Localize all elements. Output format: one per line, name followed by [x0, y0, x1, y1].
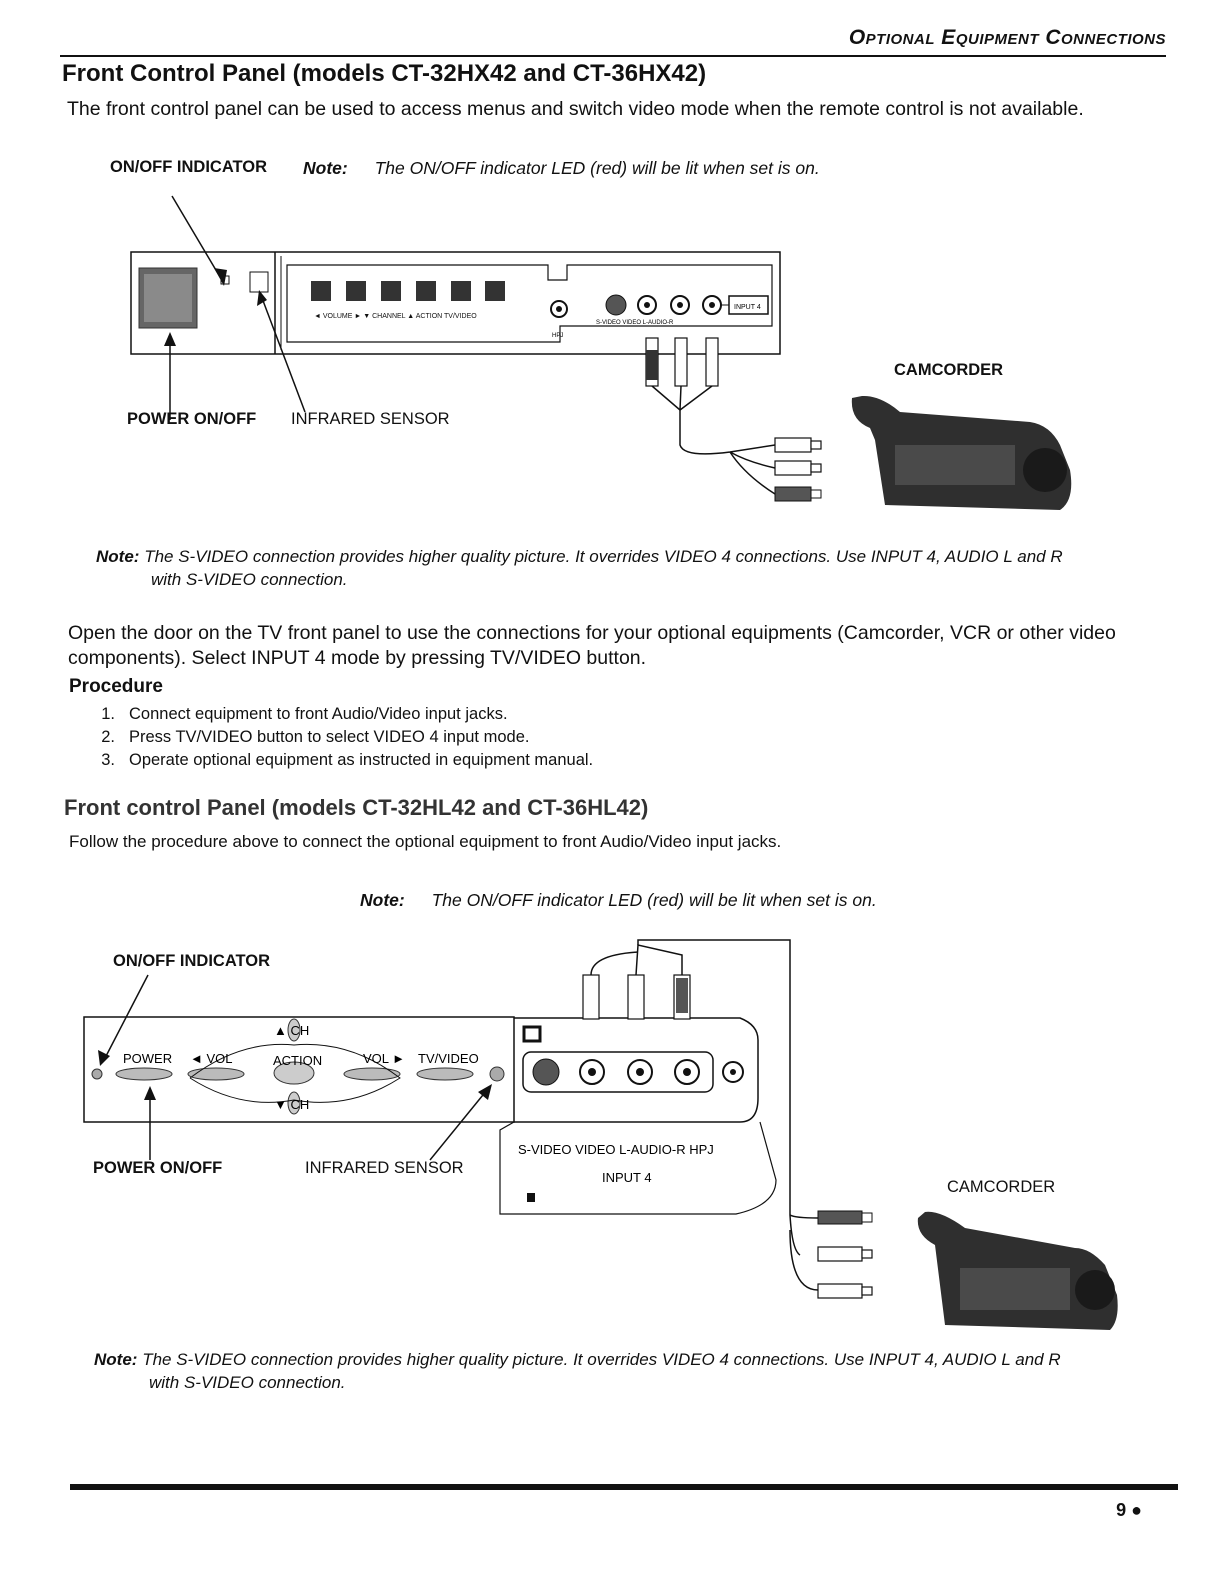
infrared-sensor-label-2: INFRARED SENSOR [305, 1159, 464, 1177]
list-item: 1.Connect equipment to front Audio/Video… [101, 705, 508, 723]
note-label: Note: [360, 890, 405, 910]
infrared-sensor [249, 271, 269, 293]
section2-title: Front control Panel (models CT-32HL42 an… [64, 795, 649, 820]
section-header: Optional Equipment Connections [848, 26, 1166, 49]
note-text: The ON/OFF indicator LED (red) will be l… [374, 158, 820, 178]
panel-button-labels: ◄ VOLUME ► ▼ CHANNEL ▲ ACTION TV/VIDEO [314, 313, 477, 320]
input4-label-2: INPUT 4 [602, 1170, 652, 1185]
bottom-note-line1: The S-VIDEO connection provides higher q… [142, 1350, 1061, 1369]
section1-title: Front Control Panel (models CT-32HX42 an… [62, 60, 707, 87]
note-text: The ON/OFF indicator LED (red) will be l… [431, 890, 877, 910]
jack-labels-2: S-VIDEO VIDEO L-AUDIO-R HPJ [518, 1142, 714, 1157]
camcorder-illustration-2 [917, 1211, 1118, 1330]
procedure-steps: 1.Connect equipment to front Audio/Video… [89, 703, 593, 772]
footer-rule [70, 1484, 1178, 1490]
page-number: 9 ● [1116, 1500, 1142, 1520]
front-panel-diagram-1: ◄ VOLUME ► ▼ CHANNEL ▲ ACTION TV/VIDEO H… [130, 195, 1072, 510]
section1-intro: The front control panel can be used to a… [67, 98, 1084, 120]
note-onoff-1: Note: The ON/OFF indicator LED (red) wil… [303, 158, 820, 179]
action-label: ACTION [273, 1053, 322, 1068]
input4-tag: INPUT 4 [734, 304, 761, 311]
front-panel-diagram-2: POWER ◄ VOL ACTION VOL ► TV/VIDEO ▲ CH ▼… [83, 939, 1118, 1330]
body-paragraph: Open the door on the TV front panel to u… [68, 622, 1116, 669]
camcorder-illustration-1 [851, 395, 1072, 510]
header-rule [60, 55, 1166, 57]
tvvideo-label: TV/VIDEO [418, 1051, 479, 1066]
note-label: Note: [303, 158, 348, 178]
camcorder-label-2: CAMCORDER [947, 1178, 1056, 1196]
note-onoff-2: Note: The ON/OFF indicator LED (red) wil… [360, 890, 877, 911]
ch-up-label: ▲ CH [274, 1023, 309, 1038]
onoff-indicator-label: ON/OFF INDICATOR [110, 158, 268, 176]
list-item: 3.Operate optional equipment as instruct… [101, 751, 594, 769]
bottom-note-line2: with S-VIDEO connection. [151, 570, 348, 589]
bottom-note-line2: with S-VIDEO connection. [149, 1373, 346, 1392]
power-onoff-label: POWER ON/OFF [127, 410, 257, 428]
bottom-note-label: Note: [96, 547, 140, 566]
vol-left-label: ◄ VOL [190, 1051, 233, 1066]
section2-bottom-note: Note: The S-VIDEO connection provides hi… [94, 1348, 1174, 1394]
list-item: 2.Press TV/VIDEO button to select VIDEO … [101, 728, 530, 746]
power-onoff-label-2: POWER ON/OFF [93, 1159, 223, 1177]
jack-labels: S-VIDEO VIDEO L-AUDIO-R [596, 320, 674, 326]
camcorder-label: CAMCORDER [894, 361, 1004, 379]
vol-right-label: VOL ► [363, 1051, 405, 1066]
bottom-note-label: Note: [94, 1350, 138, 1369]
section2-intro: Follow the procedure above to connect th… [69, 832, 782, 851]
section1-bottom-note: Note: The S-VIDEO connection provides hi… [96, 545, 1176, 591]
infrared-sensor-label: INFRARED SENSOR [291, 410, 450, 428]
onoff-indicator-label-2: ON/OFF INDICATOR [113, 952, 271, 970]
ch-down-label: ▼ CH [274, 1097, 309, 1112]
bottom-note-line1: The S-VIDEO connection provides higher q… [144, 547, 1063, 566]
power-button-label: POWER [123, 1051, 172, 1066]
hpj-label: HPJ [552, 333, 563, 339]
procedure-title: Procedure [69, 676, 163, 697]
